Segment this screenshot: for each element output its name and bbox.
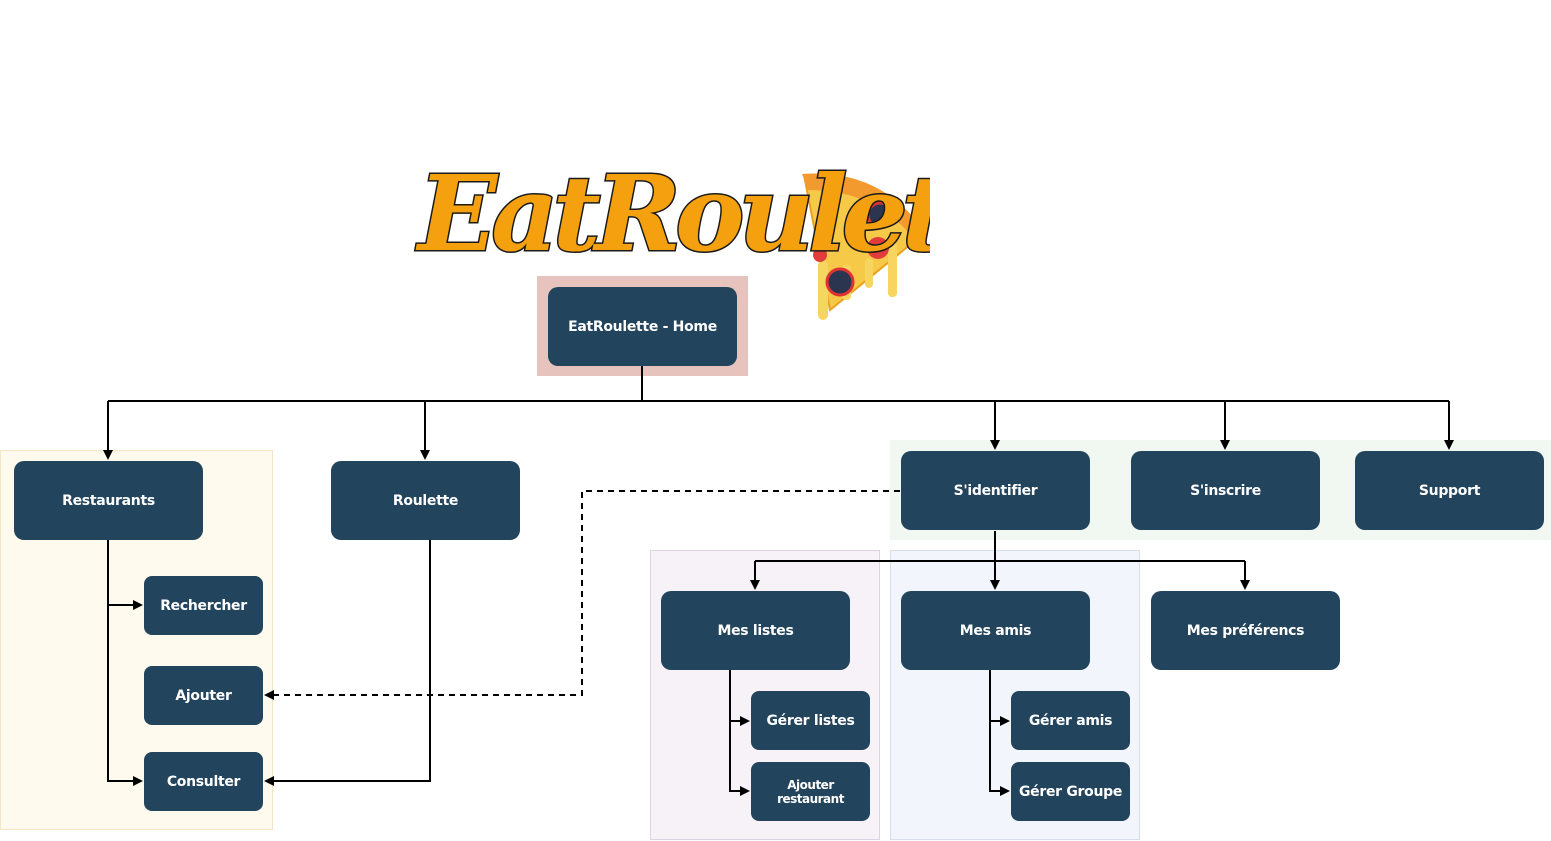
node-consulter[interactable]: Consulter: [144, 752, 263, 811]
pizza-icon: [802, 173, 926, 320]
node-ajouter[interactable]: Ajouter: [144, 666, 263, 725]
edge-meslistes-ajouterrestaurant: [729, 670, 750, 796]
node-rechercher[interactable]: Rechercher: [144, 576, 263, 635]
logo-text: EatRoulette: [415, 152, 930, 275]
edge-roulette-consulter: [264, 540, 431, 786]
node-gerer-listes[interactable]: Gérer listes: [751, 691, 870, 750]
node-mes-preferences[interactable]: Mes préférencs: [1151, 591, 1340, 670]
node-sinscrire[interactable]: S'inscrire: [1131, 451, 1320, 530]
edge-mesamis-gerergroupe: [989, 670, 1010, 796]
node-mes-listes[interactable]: Mes listes: [661, 591, 850, 670]
edge-mesamis-gereramis: [989, 670, 1010, 726]
node-ajouter-restaurant[interactable]: Ajouter restaurant: [751, 762, 870, 821]
edge-restaurants-rechercher: [107, 540, 143, 610]
node-sidentifier[interactable]: S'identifier: [901, 451, 1090, 530]
node-mes-amis[interactable]: Mes amis: [901, 591, 1090, 670]
node-gerer-amis[interactable]: Gérer amis: [1011, 691, 1130, 750]
node-home[interactable]: EatRoulette - Home: [548, 287, 737, 366]
edge-restaurants-consulter: [107, 540, 143, 786]
edge-sidentifier-ajouter: [264, 490, 900, 700]
edge-meslistes-gererlistes: [729, 670, 750, 726]
eatroulette-logo: EatRoulette: [414, 151, 930, 320]
node-roulette[interactable]: Roulette: [331, 461, 520, 540]
node-restaurants[interactable]: Restaurants: [14, 461, 203, 540]
node-gerer-groupe[interactable]: Gérer Groupe: [1011, 762, 1130, 821]
node-support[interactable]: Support: [1355, 451, 1544, 530]
